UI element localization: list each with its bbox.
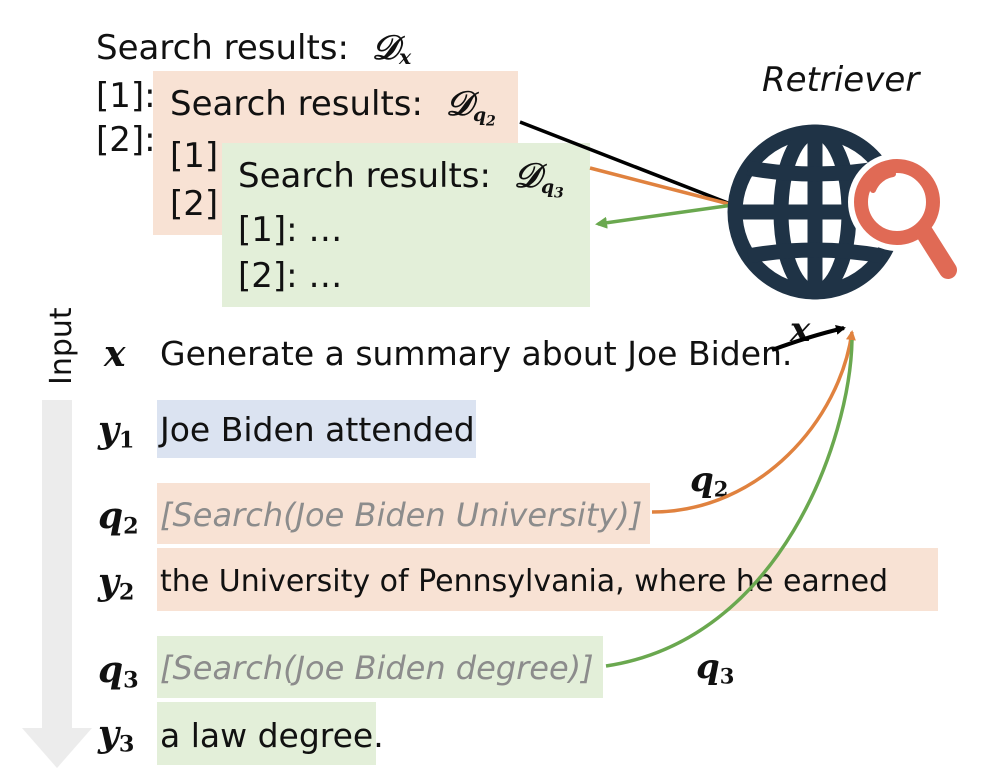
row-q3-var: q3 <box>98 649 139 694</box>
q3-highlight <box>157 636 603 698</box>
row-y2-var: y2 <box>98 561 135 606</box>
row-q2-var: q2 <box>98 495 139 540</box>
arrow-label-q3: q3 <box>696 647 735 689</box>
row-y1-var: y1 <box>98 409 135 454</box>
results-q3-title: Search results: 𝒟q3 <box>238 156 564 213</box>
q2-highlight <box>157 483 650 544</box>
row-y2-text: the University of Pennsylvania, where he… <box>160 564 889 599</box>
results-q3-symbol: 𝒟q3 <box>513 156 564 202</box>
results-x-item-2: [2]: <box>96 120 156 160</box>
row-x-text: Generate a summary about Joe Biden. <box>160 334 793 373</box>
row-y3-var: y3 <box>98 713 135 758</box>
retriever-to-results-q3-arrow <box>595 203 734 229</box>
arrow-label-x: x <box>790 310 811 350</box>
row-y1-text: Joe Biden attended <box>160 410 475 449</box>
input-axis-label: Input <box>44 307 79 385</box>
results-x-item-1: [1]: <box>96 76 156 116</box>
results-x-prefix: Search results: <box>96 28 349 68</box>
magnifier-icon <box>848 153 957 279</box>
row-x-var: x <box>104 333 126 375</box>
results-q2-symbol: 𝒟q2 <box>445 84 496 130</box>
retriever-to-results-q2-line <box>589 166 734 207</box>
results-q2-item-1: [1]: <box>170 136 230 176</box>
results-x-symbol: 𝒟x <box>371 28 412 70</box>
row-q2-text: [Search(Joe Biden University)] <box>160 496 643 534</box>
results-q2-item-2: [2]: <box>170 184 230 224</box>
results-q3-prefix: Search results: <box>238 156 491 196</box>
y1-highlight <box>157 400 476 458</box>
results-q2-prefix: Search results: <box>170 84 423 124</box>
generation-axis-label: Generation <box>44 494 79 662</box>
results-q3-item-2: [2]: … <box>238 256 343 296</box>
globe-search-icon <box>727 124 957 300</box>
retriever-label: Retriever <box>762 60 920 100</box>
y3-highlight <box>157 702 376 765</box>
row-q3-text: [Search(Joe Biden degree)] <box>160 649 594 687</box>
arrow-label-q2: q2 <box>690 460 729 502</box>
results-x-title: Search results: 𝒟x <box>96 28 411 77</box>
results-q2-title: Search results: 𝒟q2 <box>170 84 496 141</box>
row-y3-text: a law degree. <box>160 716 384 755</box>
results-q3-item-1: [1]: … <box>238 210 343 250</box>
